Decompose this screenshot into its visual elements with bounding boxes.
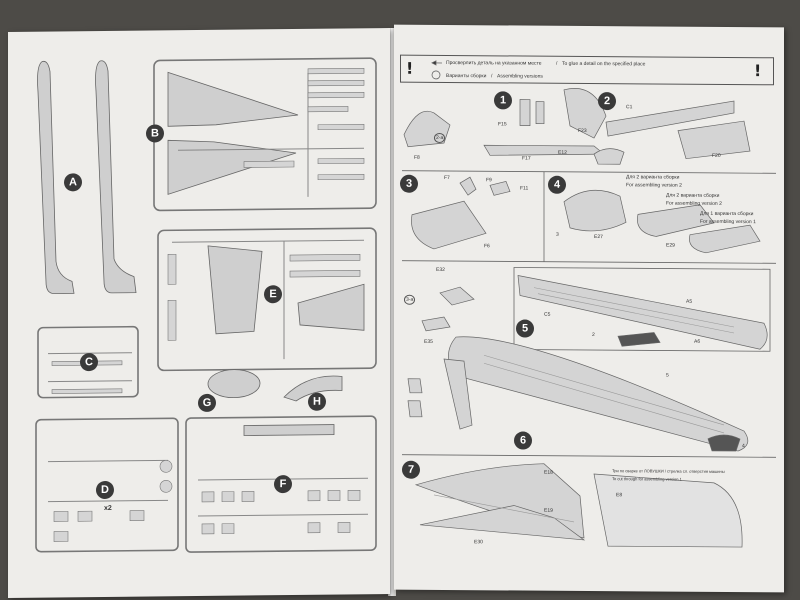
sprue-drawings <box>35 57 377 553</box>
sprue-e-frame <box>157 227 377 372</box>
step-3-badge: 3 <box>400 174 418 193</box>
canopy-clear-part <box>207 369 261 399</box>
sprue-b-badge: B <box>146 124 164 143</box>
sprue-a-badge: A <box>64 173 82 192</box>
fuselage-half-right <box>95 60 137 294</box>
callout-4: 4 <box>742 443 745 450</box>
callout-2: 2 <box>592 332 595 339</box>
step-5-badge: 5 <box>516 319 534 338</box>
part-label: F23 <box>578 127 587 134</box>
part-label: F6 <box>484 243 490 250</box>
part-label: E35 <box>424 338 433 345</box>
step-7-badge: 7 <box>402 460 420 479</box>
part-label: E32 <box>436 266 445 273</box>
part-label: F7 <box>444 174 450 182</box>
sprue-d-quantity: x2 <box>104 504 112 512</box>
fuselage-half-left <box>37 60 75 294</box>
step-1-badge: 1 <box>494 91 512 110</box>
part-label: F15 <box>498 121 507 128</box>
callout-3: 3 <box>556 231 559 238</box>
booklet-spine <box>388 28 396 596</box>
step4-version2-en-b: For assembling version 2 <box>666 200 722 207</box>
wing-lower <box>167 139 297 195</box>
part-label: F9 <box>486 177 492 184</box>
nose-visor-clear-part <box>283 375 343 402</box>
sprue-overview-page: A B C E G H D F x2 <box>8 27 390 599</box>
sprue-f-frame <box>185 415 377 553</box>
sprue-g-badge: G <box>198 393 216 413</box>
part-label: C5 <box>544 311 551 318</box>
sprue-f-badge: F <box>274 475 292 494</box>
callout-5: 5 <box>666 372 669 379</box>
step7-note-en: To cut through for assembling version 1 <box>612 476 682 482</box>
sprue-h-badge: H <box>308 392 326 411</box>
part-label: E12 <box>558 149 567 156</box>
part-label: F11 <box>520 185 529 192</box>
part-label: E18 <box>544 469 553 476</box>
step4-version2-ru: Для 2 варианта сборки <box>626 174 680 181</box>
part-label: E8 <box>616 492 623 499</box>
step4-version2-ru-b: Для 2 варианта сборки <box>666 192 720 199</box>
step4-version1-en: For assembling version 1 <box>700 218 756 226</box>
part-label: E27 <box>594 234 603 241</box>
sprue-e-badge: E <box>264 285 282 304</box>
step7-note-ru: Три по сварке от ЛОВУШКИ / стрелка сл. о… <box>612 468 725 474</box>
step-6-badge: 6 <box>514 431 532 450</box>
part-label: E29 <box>666 242 675 249</box>
elevon-panel <box>297 283 365 331</box>
assembly-drawings <box>402 60 776 548</box>
part-label: C1 <box>626 104 633 111</box>
part-label: F8 <box>414 154 420 161</box>
sprue-d-badge: D <box>96 480 114 500</box>
part-label: F17 <box>522 155 531 162</box>
tail-fin <box>207 245 263 335</box>
part-label: A5 <box>686 298 693 305</box>
part-label: E30 <box>474 539 483 546</box>
assembly-steps-page: ! ! Просверлить деталь на указанном мест… <box>394 24 784 593</box>
sprue-c-frame <box>37 325 139 399</box>
step4-version1-ru: Для 1 варианта сборки <box>700 210 754 218</box>
sprue-c-badge: C <box>80 353 98 372</box>
part-label: E19 <box>544 507 553 514</box>
step4-version2-en: For assembling version 2 <box>626 182 682 189</box>
wing-upper <box>167 71 299 127</box>
step-4-badge: 4 <box>548 175 566 194</box>
part-label: A6 <box>694 338 701 345</box>
sprue-d-frame <box>35 417 179 553</box>
step-2-badge: 2 <box>598 92 616 111</box>
part-label: F20 <box>712 152 721 159</box>
